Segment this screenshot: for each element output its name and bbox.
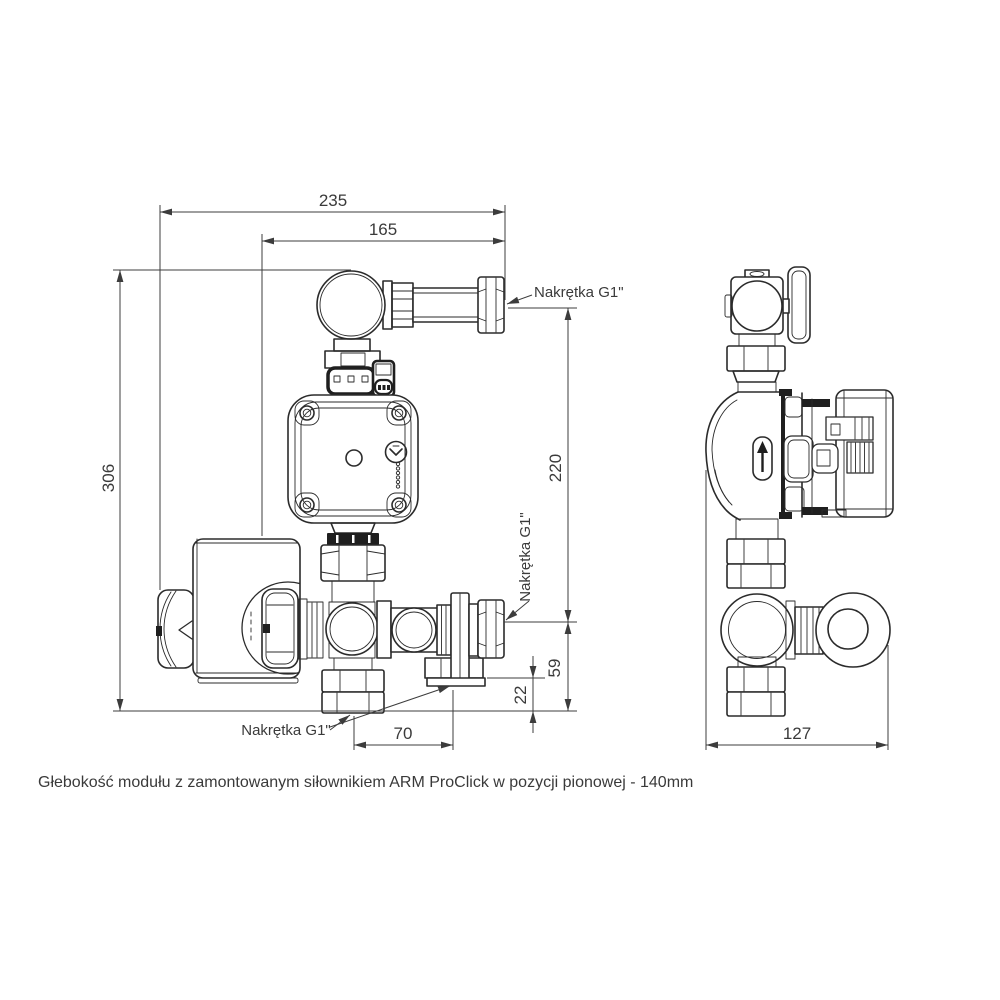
svg-text:165: 165 bbox=[369, 220, 397, 239]
brand-logo bbox=[384, 440, 408, 464]
svg-text:Nakrętka G1": Nakrętka G1" bbox=[534, 284, 624, 301]
union-nut-top-right bbox=[477, 276, 505, 334]
side-pump bbox=[802, 389, 894, 518]
dim-upper-height: 220 bbox=[504, 307, 577, 623]
corner-screw bbox=[386, 400, 412, 426]
dim-lower-height: 59 bbox=[545, 622, 572, 711]
dim-inner-width: 165 bbox=[261, 220, 505, 536]
svg-text:306: 306 bbox=[99, 464, 118, 492]
side-valve-body bbox=[720, 592, 891, 668]
mixing-valve bbox=[325, 592, 505, 687]
label-nut-top: Nakrętka G1" bbox=[506, 284, 624, 305]
actuator-knob-cap bbox=[156, 589, 195, 669]
actuator-knob-face bbox=[250, 588, 299, 669]
pump-connectors bbox=[324, 338, 396, 400]
svg-text:22: 22 bbox=[511, 686, 530, 705]
pump-body bbox=[287, 394, 419, 524]
svg-text:235: 235 bbox=[319, 191, 347, 210]
svg-text:Nakrętka G1": Nakrętka G1" bbox=[517, 512, 534, 602]
pump-plug-side bbox=[811, 416, 874, 474]
dim-total-height: 306 bbox=[99, 269, 577, 712]
side-module bbox=[705, 389, 894, 521]
union-nut-mid-right bbox=[477, 599, 505, 659]
corner-screw bbox=[294, 400, 320, 426]
dim-outlet-width: 70 bbox=[353, 690, 454, 750]
svg-text:70: 70 bbox=[394, 724, 413, 743]
label-nut-bottom: Nakrętka G1" bbox=[241, 685, 451, 739]
pump-head bbox=[316, 270, 505, 340]
actuator bbox=[156, 538, 324, 684]
svg-text:59: 59 bbox=[545, 659, 564, 678]
dim-drain-offset: 22 bbox=[487, 656, 545, 733]
led-indicators bbox=[395, 461, 401, 489]
corner-screw bbox=[294, 492, 320, 518]
caption: Głebokość modułu z zamontowanym siłownik… bbox=[38, 774, 693, 791]
pump-union bbox=[320, 522, 386, 603]
side-union-top bbox=[726, 345, 786, 393]
union-nut-bottom bbox=[321, 657, 385, 714]
side-view bbox=[705, 266, 894, 717]
dimension-annotations: 235 165 306 220 59 bbox=[99, 191, 889, 750]
corner-screw bbox=[386, 492, 412, 518]
label-nut-mid: Nakrętka G1" bbox=[505, 512, 534, 621]
flow-direction-arrow bbox=[752, 436, 773, 481]
side-union-mid bbox=[726, 518, 786, 589]
svg-text:127: 127 bbox=[783, 724, 811, 743]
side-ball-valve bbox=[724, 266, 811, 347]
pump-flange-side bbox=[779, 389, 814, 519]
side-union-bottom bbox=[726, 656, 786, 717]
dim-side-depth: 127 bbox=[705, 470, 889, 750]
svg-text:Nakrętka G1": Nakrętka G1" bbox=[241, 722, 331, 739]
dim-total-width: 235 bbox=[159, 191, 506, 590]
front-view bbox=[156, 270, 505, 714]
svg-text:220: 220 bbox=[546, 454, 565, 482]
